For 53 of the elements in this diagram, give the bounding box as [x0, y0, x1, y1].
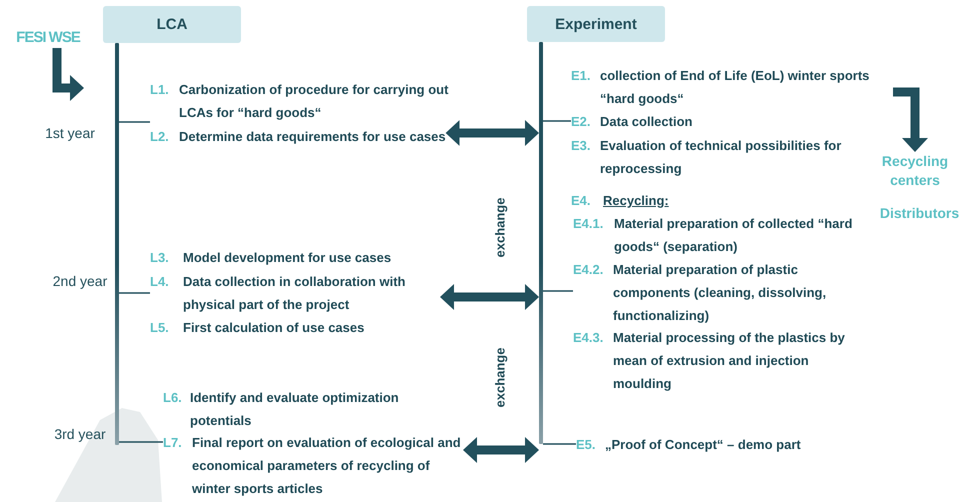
connector-line: [543, 290, 573, 292]
target-label: Recycling centers: [872, 152, 958, 192]
item-number: L5.: [150, 319, 170, 337]
item-number: L2.: [150, 128, 170, 146]
item-number: E1.: [571, 67, 592, 85]
timeline-bar: [115, 43, 119, 445]
connector-line: [119, 441, 163, 443]
task-text: Material preparation of plastic components (cleaning, dissolving, functionalizing): [613, 261, 828, 325]
task-text: Material processing of the plastics by mean of extrusion and injection moulding: [613, 329, 846, 393]
year-label: 2nd year: [52, 272, 108, 291]
task-text: Evaluation of technical possibilities for reprocessing: [600, 137, 842, 178]
source-label: FESI WSE: [8, 28, 88, 48]
double-arrow: [446, 120, 539, 146]
item-number: L1.: [150, 81, 170, 99]
target-label: Distributors: [878, 204, 960, 223]
item-number: E2.: [571, 113, 592, 131]
year-label: 1st year: [44, 124, 96, 143]
item-number: L4.: [150, 273, 170, 291]
task-text: „Proof of Concept“ – demo part: [605, 436, 801, 454]
task-text: Data collection: [600, 113, 692, 131]
task-text: Data collection in collaboration with physical part of the project: [183, 273, 406, 314]
item-number: L7.: [163, 434, 183, 452]
timeline-bar: [539, 42, 543, 444]
item-number: E4.3.: [573, 329, 604, 347]
exchange-label: exchange: [492, 196, 508, 260]
task-text: collection of End of Life (EoL) winter sports “hard goods“: [600, 67, 870, 108]
task-text: Determine data requirements for use cases: [179, 128, 446, 146]
double-arrow: [463, 437, 539, 463]
task-text: Recycling:: [603, 192, 669, 210]
connector-line: [543, 120, 571, 122]
connector-line: [119, 292, 150, 294]
item-number: L6.: [163, 389, 183, 407]
item-number: E3.: [571, 137, 592, 155]
item-number: E4.2.: [573, 261, 604, 279]
task-text: Identify and evaluate optimization potentials: [190, 389, 400, 430]
header-box: Experiment: [527, 6, 665, 42]
double-arrow: [440, 284, 539, 310]
task-text: Final report on evaluation of ecological and economical parameters of recycling of winter sports articles: [192, 434, 462, 498]
item-number: E5.: [576, 436, 597, 454]
exchange-label: exchange: [492, 346, 508, 410]
task-text: Model development for use cases: [183, 249, 392, 267]
connector-line: [543, 443, 576, 445]
item-number: E4.1.: [573, 215, 604, 233]
item-number: L3.: [150, 249, 170, 267]
connector-line: [119, 121, 150, 123]
item-number: E4.: [571, 192, 592, 210]
task-text: Carbonization of procedure for carrying out LCAs for “hard goods“: [179, 81, 450, 122]
bent-arrow: [893, 88, 928, 152]
task-text: Material preparation of collected “hard goods“ (separation): [614, 215, 854, 256]
task-text: First calculation of use cases: [183, 319, 364, 337]
year-label: 3rd year: [53, 425, 107, 444]
bent-arrow: [52, 48, 84, 101]
header-box: LCA: [103, 6, 241, 43]
